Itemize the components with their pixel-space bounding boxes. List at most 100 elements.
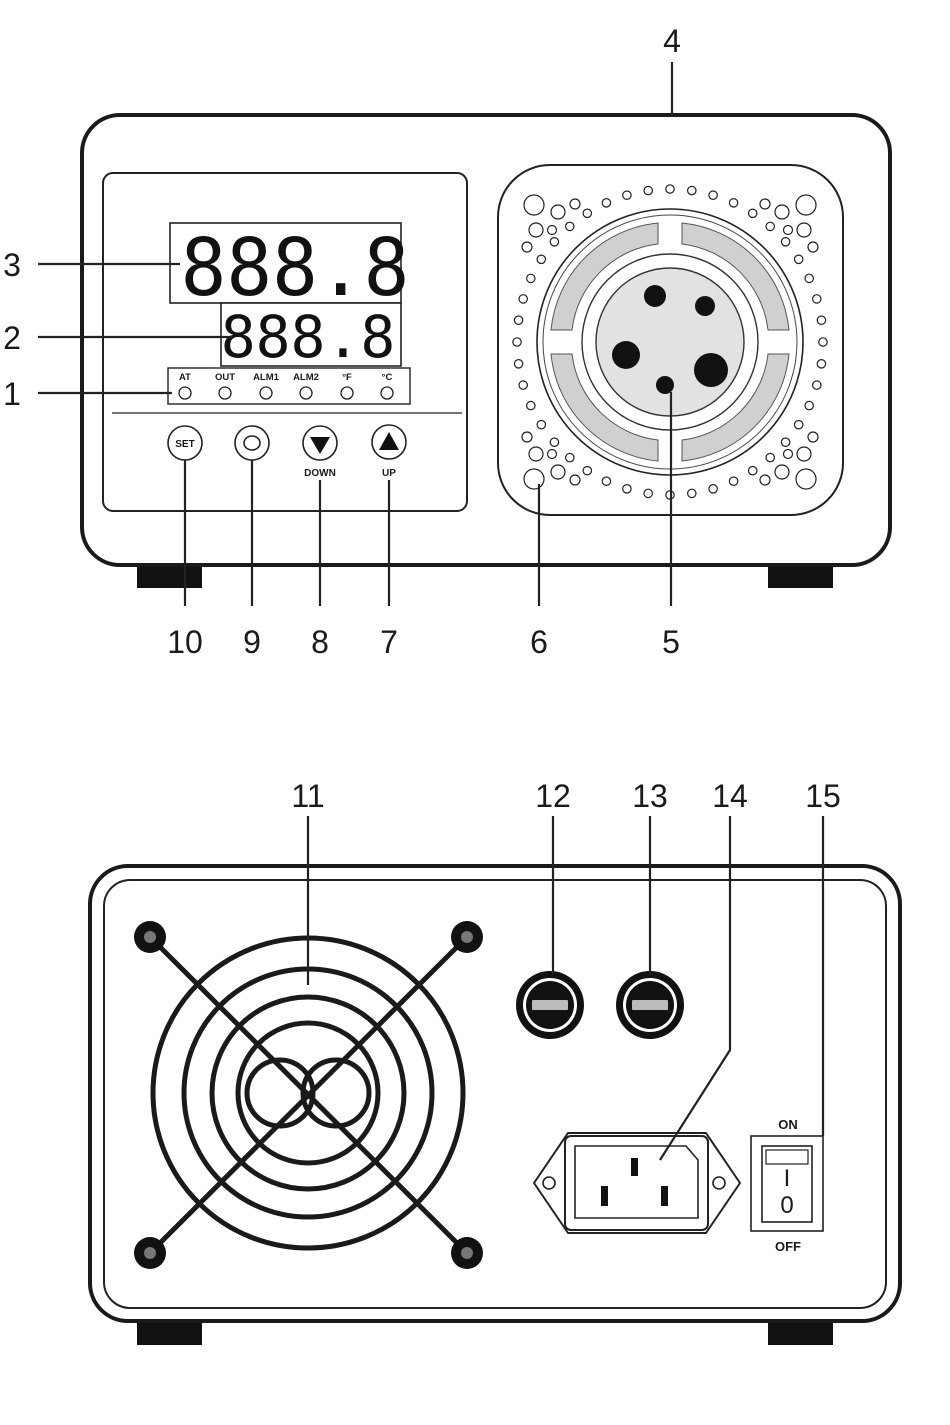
vent-hole bbox=[548, 226, 557, 235]
vent-hole bbox=[623, 191, 631, 199]
socket-pin-hole bbox=[694, 353, 728, 387]
vent-hole bbox=[602, 199, 610, 207]
power-inlet bbox=[534, 1133, 740, 1233]
vent-hole bbox=[688, 489, 696, 497]
rear-view: I 0 ON OFF bbox=[90, 866, 900, 1345]
led-out bbox=[219, 387, 231, 399]
vent-hole bbox=[775, 465, 789, 479]
vent-hole bbox=[817, 316, 825, 324]
switch-on-label: ON bbox=[778, 1117, 798, 1132]
callout-14: 14 bbox=[712, 778, 748, 814]
set-button[interactable]: SET bbox=[168, 426, 202, 460]
vent-hole bbox=[529, 447, 543, 461]
vent-hole bbox=[623, 485, 631, 493]
vent-hole bbox=[602, 477, 610, 485]
vent-hole bbox=[688, 186, 696, 194]
down-button[interactable] bbox=[303, 426, 337, 460]
vent-hole bbox=[781, 238, 789, 246]
led-label-alm1: ALM1 bbox=[253, 372, 280, 383]
up-button-label: UP bbox=[382, 468, 396, 479]
vent-hole bbox=[566, 453, 574, 461]
callout-8: 8 bbox=[311, 624, 329, 660]
vent-hole bbox=[781, 438, 789, 446]
vent-hole bbox=[537, 421, 545, 429]
callout-6: 6 bbox=[530, 624, 548, 660]
vent-hole bbox=[797, 223, 811, 237]
vent-hole bbox=[813, 295, 821, 303]
vent-hole bbox=[760, 199, 770, 209]
power-switch[interactable]: I 0 bbox=[751, 1136, 823, 1231]
vent-hole bbox=[666, 185, 674, 193]
socket-pin-hole bbox=[656, 376, 674, 394]
vent-hole bbox=[514, 360, 522, 368]
vent-hole bbox=[808, 432, 818, 442]
callout-3: 3 bbox=[3, 247, 21, 283]
callout-5: 5 bbox=[662, 624, 680, 660]
callout-13: 13 bbox=[632, 778, 668, 814]
led-fahrenheit bbox=[341, 387, 353, 399]
callout-10: 10 bbox=[167, 624, 203, 660]
inlet-pin bbox=[631, 1158, 638, 1176]
vent-hole bbox=[583, 209, 591, 217]
vent-hole bbox=[550, 238, 558, 246]
led-label-out: OUT bbox=[215, 372, 235, 383]
socket-pin-hole bbox=[644, 285, 666, 307]
callout-9: 9 bbox=[243, 624, 261, 660]
led-strip bbox=[168, 368, 410, 404]
switch-off-label: OFF bbox=[775, 1239, 801, 1254]
vent-hole bbox=[766, 222, 774, 230]
vent-hole bbox=[749, 467, 757, 475]
vent-hole bbox=[527, 274, 535, 282]
vent-hole bbox=[644, 186, 652, 194]
up-button[interactable] bbox=[372, 425, 406, 459]
vent-hole bbox=[524, 469, 544, 489]
fuse-holder-13[interactable] bbox=[616, 971, 684, 1039]
vent-hole bbox=[805, 401, 813, 409]
fuse-holder-12[interactable] bbox=[516, 971, 584, 1039]
vent-hole bbox=[522, 242, 532, 252]
shift-button[interactable] bbox=[235, 426, 269, 460]
vent-hole bbox=[519, 381, 527, 389]
vent-hole bbox=[766, 453, 774, 461]
vent-hole bbox=[749, 209, 757, 217]
vent-hole bbox=[551, 205, 565, 219]
vent-hole bbox=[795, 255, 803, 263]
inlet-pin bbox=[601, 1186, 608, 1206]
sv-digits: 888.8 bbox=[221, 303, 396, 371]
vent-hole bbox=[796, 469, 816, 489]
vent-hole bbox=[797, 447, 811, 461]
callout-15: 15 bbox=[805, 778, 841, 814]
inlet-pin bbox=[661, 1186, 668, 1206]
vent-hole bbox=[513, 338, 521, 346]
vent-hole bbox=[522, 432, 532, 442]
vent-hole bbox=[709, 485, 717, 493]
vent-hole bbox=[760, 475, 770, 485]
callout-4: 4 bbox=[663, 23, 681, 59]
vent-hole bbox=[537, 255, 545, 263]
callout-12: 12 bbox=[535, 778, 571, 814]
vent-hole bbox=[570, 475, 580, 485]
vent-hole bbox=[551, 465, 565, 479]
vent-hole bbox=[805, 274, 813, 282]
vent-hole bbox=[784, 450, 793, 459]
vent-hole bbox=[784, 226, 793, 235]
vent-hole bbox=[519, 295, 527, 303]
vent-hole bbox=[524, 195, 544, 215]
led-celsius bbox=[381, 387, 393, 399]
socket-pin-hole bbox=[612, 341, 640, 369]
led-alm1 bbox=[260, 387, 272, 399]
vent-hole bbox=[795, 421, 803, 429]
callout-11: 11 bbox=[291, 778, 324, 814]
vent-hole bbox=[527, 401, 535, 409]
down-button-label: DOWN bbox=[304, 468, 336, 479]
vent-hole bbox=[775, 205, 789, 219]
vent-hole bbox=[548, 450, 557, 459]
vent-hole bbox=[729, 199, 737, 207]
vent-hole bbox=[644, 489, 652, 497]
callout-1: 1 bbox=[3, 376, 21, 412]
pv-digits: 888.8 bbox=[181, 222, 410, 314]
vent-hole bbox=[808, 242, 818, 252]
led-label-celsius: °C bbox=[382, 372, 393, 383]
vent-hole bbox=[729, 477, 737, 485]
